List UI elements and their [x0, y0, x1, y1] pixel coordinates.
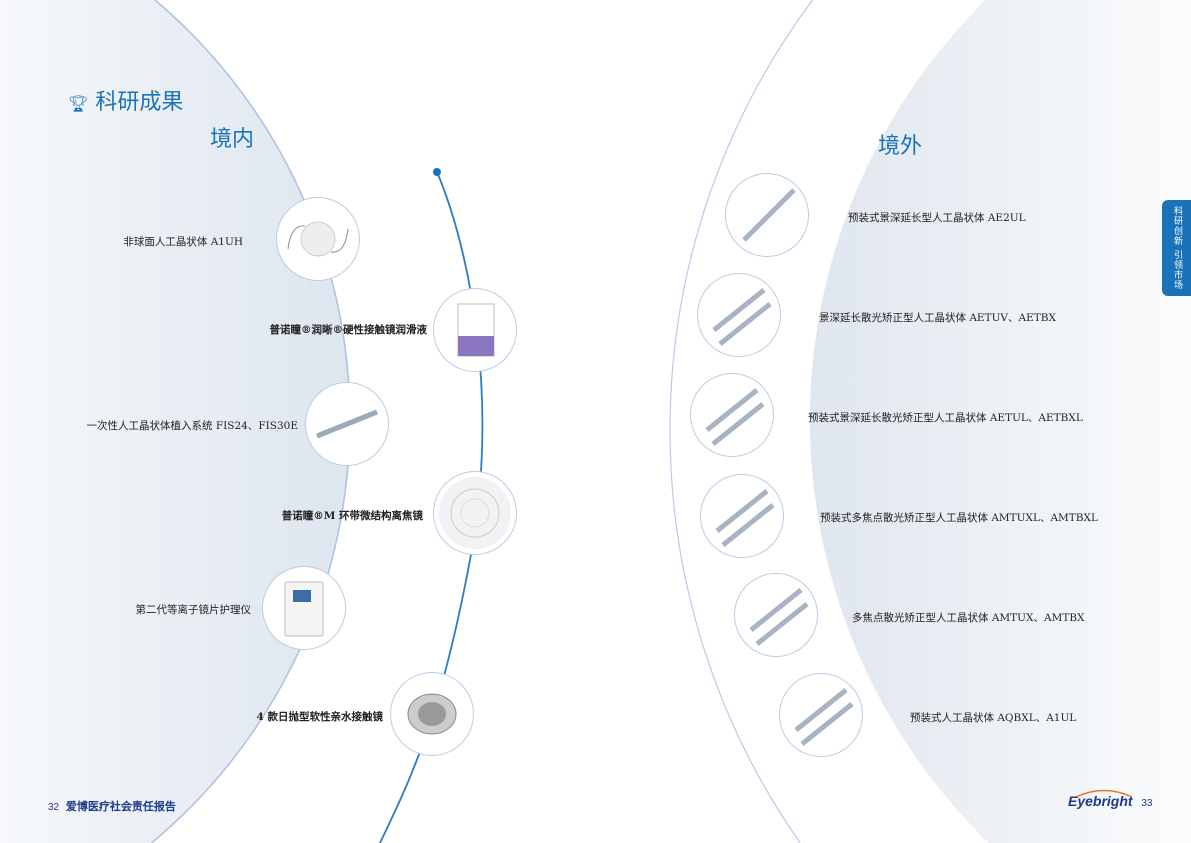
domestic-item-image: [276, 197, 360, 281]
domestic-item-label: 第二代等离子镜片护理仪: [135, 604, 252, 616]
overseas-heading: 境外: [878, 134, 923, 159]
eyebright-logo: Eyebright: [1068, 793, 1133, 809]
domestic-item-label: 一次性人工晶状体植入系统 FIS24、FIS30E: [86, 420, 298, 432]
right-footer: Eyebright 33: [1068, 789, 1153, 809]
preloaded-iol-icon: [742, 188, 796, 242]
overseas-item-image: [779, 673, 863, 757]
right-arc-region: [809, 0, 1191, 843]
injector-icon: [316, 409, 378, 439]
contact-lens-icon: [407, 693, 457, 735]
right-thin-arc: [669, 0, 813, 843]
overseas-item-image: [734, 573, 818, 657]
domestic-item-label: 普诺瞳®润晰®硬性接触镜润滑液: [269, 324, 428, 336]
overseas-item-label: 预装式多焦点散光矫正型人工晶状体 AMTUXL、AMTBXL: [820, 512, 1098, 524]
page-number: 32: [48, 802, 60, 813]
page-number: 33: [1141, 798, 1153, 809]
domestic-heading: 境内: [210, 127, 255, 152]
domestic-item-image: [433, 288, 517, 372]
trophy-icon: 🏆︎: [68, 94, 89, 113]
domestic-item-image: [305, 382, 389, 466]
domestic-item-image: [262, 566, 346, 650]
domestic-item-label: 非球面人工晶状体 A1UH: [123, 236, 243, 248]
report-title: 爱博医疗社会责任报告: [65, 801, 176, 813]
iol-pair-icon: [749, 588, 809, 646]
overseas-item-label: 预装式人工晶状体 AQBXL、A1UL: [910, 712, 1077, 724]
overseas-item-image: [697, 273, 781, 357]
timeline-dot: [433, 168, 441, 176]
iol-pair-icon: [705, 388, 765, 446]
domestic-item-image: [390, 672, 474, 756]
left-arc-region: [0, 0, 350, 843]
domestic-item-label: 4 款日抛型软性亲水接触镜: [256, 711, 383, 723]
side-tab[interactable]: 科研创新 引领市场: [1162, 200, 1191, 296]
spectacle-lens-icon: [439, 477, 511, 549]
lens-icon: [287, 221, 349, 257]
overseas-item-label: 多焦点散光矫正型人工晶状体 AMTUX、AMTBX: [852, 612, 1085, 624]
section-title: 🏆︎ 科研成果: [68, 90, 184, 115]
overseas-item-image: [725, 173, 809, 257]
care-device-icon: [284, 581, 324, 637]
solution-box-icon: [457, 303, 495, 357]
logo-arc-icon: [1075, 789, 1133, 798]
domestic-item-image: [433, 471, 517, 555]
overseas-item-label: 景深延长散光矫正型人工晶状体 AETUV、AETBX: [819, 312, 1056, 324]
iol-pair-icon: [794, 688, 854, 746]
iol-pair-icon: [712, 288, 772, 346]
overseas-item-image: [700, 474, 784, 558]
domestic-item-label: 普诺瞳®M 环带微结构离焦镜: [281, 510, 423, 522]
overseas-item-label: 预装式景深延长型人工晶状体 AE2UL: [848, 212, 1026, 224]
left-footer: 32 爱博医疗社会责任报告: [48, 798, 176, 814]
overseas-item-image: [690, 373, 774, 457]
overseas-item-label: 预装式景深延长散光矫正型人工晶状体 AETUL、AETBXL: [808, 412, 1083, 424]
iol-pair-icon: [715, 489, 775, 547]
